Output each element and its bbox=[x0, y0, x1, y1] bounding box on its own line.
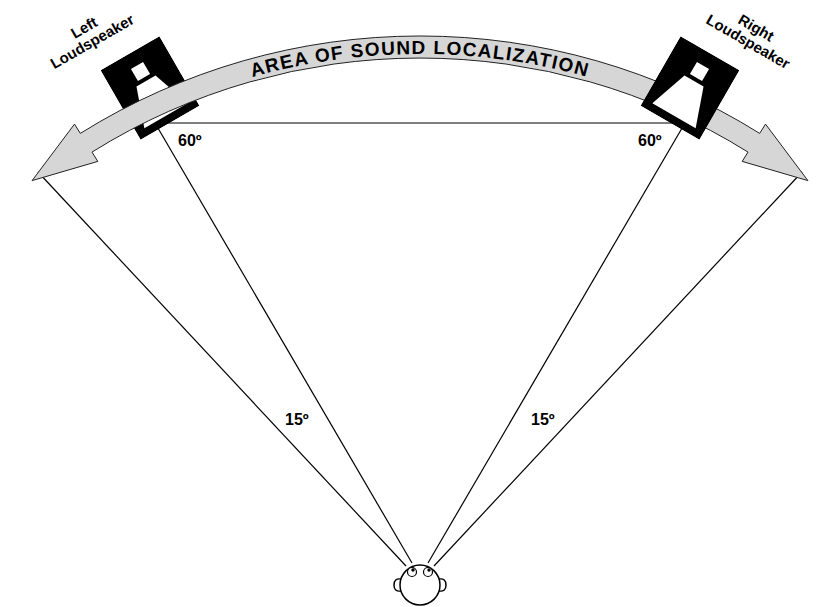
angle-label: 15º bbox=[285, 412, 309, 428]
angle-label: 60º bbox=[178, 133, 202, 149]
head-outline bbox=[400, 565, 440, 605]
speaker-driver bbox=[690, 62, 709, 81]
speaker-cabinet bbox=[641, 36, 740, 139]
right-inner-line bbox=[428, 123, 685, 563]
right-outer-line bbox=[434, 172, 802, 566]
listener-head bbox=[394, 565, 446, 605]
speaker-symbol bbox=[641, 36, 740, 139]
localization-band: AREA OF SOUND LOCALIZATION bbox=[0, 0, 840, 240]
left-inner-line bbox=[155, 123, 412, 563]
band-arrow: AREA OF SOUND LOCALIZATION bbox=[0, 0, 840, 240]
left-pupil bbox=[411, 568, 414, 571]
angle-label: 60º bbox=[638, 133, 662, 149]
speaker-driver bbox=[131, 62, 150, 81]
right-eye bbox=[424, 568, 433, 577]
left-eye bbox=[408, 568, 417, 577]
band-shape bbox=[32, 36, 808, 181]
band-label: AREA OF SOUND LOCALIZATION bbox=[248, 37, 592, 81]
speaker-baseline bbox=[155, 122, 685, 123]
angle-label: 15º bbox=[531, 412, 555, 428]
left-outer-line bbox=[38, 172, 406, 566]
speaker-horn bbox=[652, 69, 715, 129]
right-pupil bbox=[427, 568, 430, 571]
